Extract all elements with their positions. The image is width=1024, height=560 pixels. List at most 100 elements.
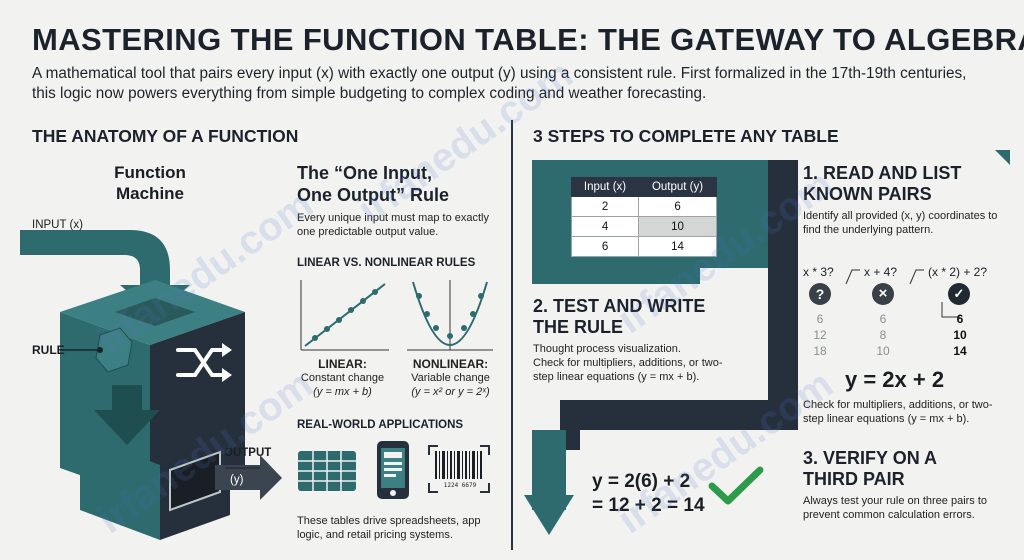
- step1-title-line2: KNOWN PAIRS: [803, 184, 932, 204]
- table-cell: 4: [570, 216, 640, 237]
- table-cell: 2: [570, 196, 640, 217]
- output-window: [169, 450, 221, 512]
- table-header-row: Input (x) Output (y): [570, 177, 717, 197]
- step2-title-line1: 2. TEST AND WRITE: [533, 296, 706, 316]
- applications-heading: REAL-WORLD APPLICATIONS: [297, 419, 464, 431]
- linear-points: [312, 289, 378, 341]
- path-teal-down: [532, 430, 566, 510]
- test3-value: 14: [953, 344, 967, 358]
- test1-value: 18: [813, 344, 827, 358]
- nonlinear-points: [416, 293, 484, 339]
- output-arrow: [215, 455, 282, 500]
- step3-title-line1: 3. VERIFY ON A: [803, 448, 938, 468]
- linear-line: [304, 283, 386, 347]
- function-machine-diagram: [20, 230, 282, 540]
- step3-title: 3. VERIFY ON A THIRD PAIR: [803, 448, 937, 490]
- linear-caption: LINEAR: Constant change (y = mx + b): [290, 357, 395, 399]
- test3-value: 10: [953, 328, 967, 342]
- step2-description: Thought process visualization. Check for…: [533, 342, 743, 384]
- phone-app-icon: [377, 441, 409, 499]
- corner-triangle: [995, 150, 1010, 165]
- section-title-steps: 3 STEPS TO COMPLETE ANY TABLE: [533, 126, 839, 146]
- input-label: INPUT (x): [32, 219, 83, 231]
- step1-title: 1. READ AND LIST KNOWN PAIRS: [803, 163, 961, 205]
- nonlinear-graph: [407, 280, 493, 351]
- shuffle-icon: [176, 348, 230, 377]
- rule-hexagon: [95, 327, 133, 373]
- nonlinear-desc2: (y = x² or y = 2ˣ): [411, 386, 490, 398]
- shuffle-arrowhead-bottom: [222, 368, 232, 382]
- step1-description: Identify all provided (x, y) coordinates…: [803, 210, 998, 236]
- test3-values: 6 10 14: [945, 311, 975, 359]
- table-cell: 14: [638, 236, 717, 257]
- step2-title: 2. TEST AND WRITE THE RULE: [533, 296, 705, 338]
- output-label: OUTPUT: [224, 447, 272, 459]
- rule-heading-line1: The “One Input,: [297, 163, 432, 183]
- linear-desc1: Constant change: [300, 372, 385, 384]
- function-table: Input (x) Output (y) 2 6 4 10 6 14: [570, 177, 717, 257]
- function-machine-title-line1: Function: [114, 163, 186, 182]
- test-connectors: [845, 269, 960, 318]
- test2-values: 6 8 10: [868, 311, 898, 359]
- shuffle-arrowhead-top: [222, 343, 232, 357]
- linear-title: LINEAR:: [318, 357, 367, 371]
- rule-label: RULE: [32, 343, 65, 357]
- path-navy-vertical: [768, 160, 798, 400]
- verify-line2: = 12 + 2 = 14: [592, 495, 705, 516]
- center-divider: [511, 120, 513, 550]
- test3-value: 6: [956, 312, 964, 326]
- question-icon: ?: [809, 283, 831, 305]
- table-row: 2 6: [570, 196, 717, 217]
- cube-top-funnel: [115, 298, 195, 326]
- output-var-label: (y): [230, 474, 244, 486]
- test2-value: 6: [879, 312, 887, 326]
- verify-line1: y = 2(6) + 2: [592, 471, 691, 492]
- function-machine-title: Function Machine: [100, 162, 200, 204]
- test3-label: (x * 2) + 2?: [928, 265, 988, 279]
- nonlinear-caption: NONLINEAR: Variable change (y = x² or y …: [398, 357, 503, 399]
- step2-desc1: Thought process visualization.: [533, 343, 681, 355]
- path-arrow-head: [524, 495, 574, 535]
- test2-value: 8: [879, 328, 887, 342]
- page-subtitle: A mathematical tool that pairs every inp…: [32, 65, 967, 102]
- table-row: 4 10: [570, 216, 717, 237]
- test1-value: 12: [813, 328, 827, 342]
- step2-desc2: Check for multipliers, additions, or two…: [533, 357, 723, 383]
- linear-desc2: (y = mx + b): [313, 386, 372, 398]
- nonlinear-title: NONLINEAR:: [412, 357, 489, 371]
- nonlinear-desc1: Variable change: [411, 372, 490, 384]
- rule-description: Every unique input must map to exactly o…: [297, 212, 489, 238]
- tests-description: Check for multipliers, additions, or two…: [803, 399, 993, 425]
- verify-check-icon: [708, 466, 764, 505]
- x-fail-icon: ×: [872, 283, 894, 305]
- nonlinear-curve: [412, 281, 488, 346]
- test1-value: 6: [816, 312, 824, 326]
- table-header-output: Output (y): [638, 177, 717, 197]
- test2-value: 10: [876, 344, 890, 358]
- verify-equation: y = 2(6) + 2 = 12 + 2 = 14: [592, 470, 705, 518]
- table-cell: 6: [638, 196, 717, 217]
- linear-vs-heading: LINEAR VS. NONLINEAR RULES: [297, 257, 476, 269]
- lower-block-left: [80, 435, 160, 540]
- barcode-icon: [428, 445, 490, 493]
- rule-pointer-dot: [97, 347, 103, 353]
- table-row: 6 14: [570, 236, 717, 257]
- linear-graph: [300, 280, 389, 351]
- section-title-anatomy: THE ANATOMY OF A FUNCTION: [32, 126, 299, 146]
- test1-values: 6 12 18: [805, 311, 835, 359]
- spreadsheet-icon: [298, 451, 356, 491]
- rule-heading-line2: One Output” Rule: [297, 185, 449, 205]
- step2-title-line2: THE RULE: [533, 317, 623, 337]
- applications-description: These tables drive spreadsheets, app log…: [297, 515, 481, 541]
- page-title: MASTERING THE FUNCTION TABLE: THE GATEWA…: [32, 22, 1024, 57]
- table-cell: 10: [638, 216, 717, 237]
- test2-label: x + 4?: [864, 265, 898, 279]
- table-cell: 6: [570, 236, 640, 257]
- rule-equation: y = 2x + 2: [845, 367, 945, 392]
- function-machine-title-line2: Machine: [115, 184, 185, 203]
- step3-title-line2: THIRD PAIR: [803, 469, 905, 489]
- rule-heading: The “One Input, One Output” Rule: [297, 162, 449, 206]
- path-navy-bend: [560, 400, 798, 450]
- step1-title-line1: 1. READ AND LIST: [803, 163, 962, 183]
- test1-label: x * 3?: [803, 265, 834, 279]
